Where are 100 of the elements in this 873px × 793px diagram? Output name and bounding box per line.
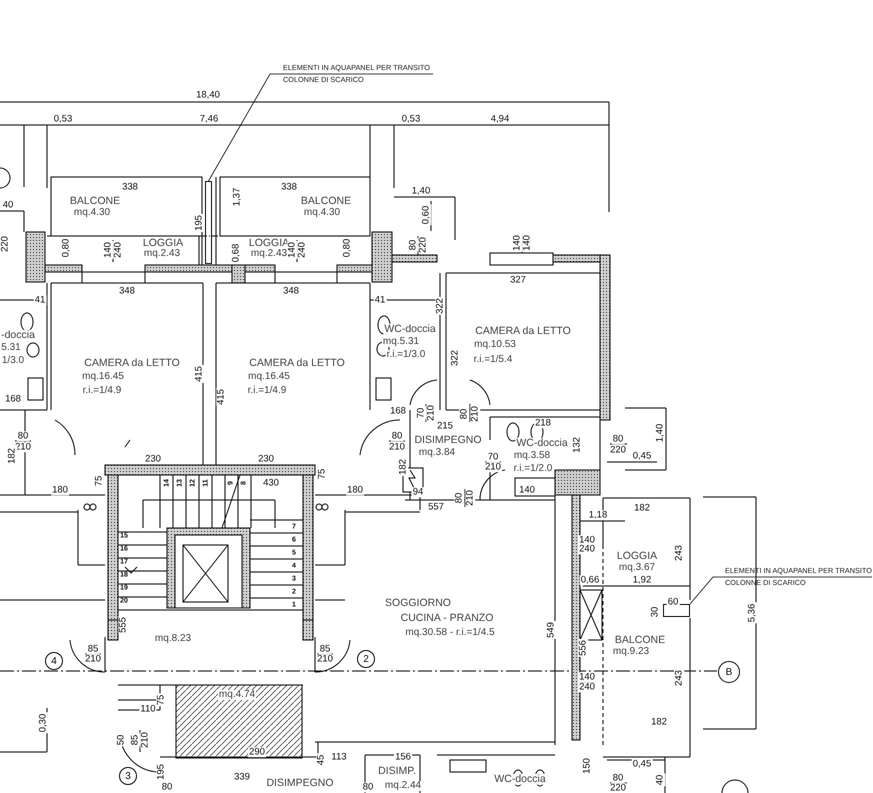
dimension-label: 80: [612, 773, 624, 783]
dimension-label: 140: [512, 234, 522, 252]
dimension-label: 168: [389, 406, 407, 416]
room-name: DISIMP.: [377, 766, 417, 776]
room-name: DISIMPEGNO: [413, 434, 483, 446]
dimension-label: 156: [394, 752, 412, 762]
dimension-label: 18,40: [195, 90, 221, 100]
dimension-label: 1,40: [410, 186, 432, 196]
dimension-label: 140: [518, 485, 536, 495]
dimension-label: 0,60: [421, 204, 431, 226]
room-area-label: 1/3.0: [0, 356, 26, 366]
dimension-label: 113: [330, 752, 348, 762]
dimension-label: 0,53: [52, 114, 74, 124]
room-name: BALCONE: [614, 634, 666, 646]
room-name: BALCONE: [68, 196, 122, 206]
dimension-label: 0,45: [632, 451, 652, 461]
dimension-label: 7,46: [198, 114, 220, 124]
dimension-label: 348: [118, 286, 136, 296]
dimension-label: 5,36: [747, 602, 757, 624]
dimension-label: 110: [139, 704, 157, 714]
dimension-label: 243: [674, 669, 684, 687]
dimension-label: 1,92: [632, 575, 652, 585]
room-area-label: 5.31: [0, 343, 22, 353]
dimension-label: 1,18: [588, 510, 608, 520]
dimension-label: 215: [436, 421, 454, 431]
room-area-label: r.i.=1/2.0: [512, 464, 554, 474]
room-name: LOGGIA: [142, 238, 184, 248]
room-name: BALCONE: [300, 196, 352, 206]
dimension-label: 210: [426, 404, 436, 422]
dimension-label: 80: [408, 238, 418, 252]
room-area-label: mq.3.84: [418, 448, 456, 458]
dimension-label: 85: [130, 734, 140, 746]
dimension-label: 80: [454, 492, 464, 504]
dimension-label: 0,30: [38, 712, 48, 734]
dimension-label: 70: [486, 452, 500, 462]
dimension-label: 290: [248, 747, 266, 757]
room-name: DISIMPEGNO: [265, 778, 335, 788]
dimension-label: 132: [572, 436, 582, 454]
dimension-label: 180: [346, 485, 364, 495]
dimension-label: 75: [94, 474, 104, 488]
dimension-label: 40: [655, 774, 665, 786]
dimension-label: 230: [257, 454, 275, 464]
room-name: LOGGIA: [616, 550, 658, 562]
dimension-label: 0,68: [231, 242, 241, 264]
dimension-label: 41: [34, 295, 46, 305]
room-area-label: mq.3.67: [618, 563, 656, 573]
dimension-label: 195: [156, 763, 166, 781]
dimension-label: 240: [113, 241, 123, 259]
dimension-label: 60: [666, 597, 680, 607]
room-name: WC-doccia: [493, 774, 547, 784]
dimension-label: 140: [578, 672, 596, 682]
dimension-label: 80: [16, 431, 30, 441]
dimension-label: 218: [534, 418, 552, 428]
dimension-label: 210: [465, 489, 475, 507]
dimension-label: 240: [578, 682, 596, 692]
dimension-label: 150: [582, 757, 592, 775]
pipe-chase-panel: [205, 181, 212, 264]
dimension-label: 1,37: [232, 186, 242, 208]
dimension-label: 338: [121, 182, 139, 192]
room-area-label: mq.2.43: [250, 249, 288, 259]
dimension-label: 230: [144, 454, 162, 464]
dimension-label: 0,53: [400, 114, 422, 124]
dimension-label: 327: [509, 275, 527, 285]
dimension-label: 1,40: [655, 422, 665, 444]
dimension-label: 180: [51, 485, 69, 495]
dimension-label: 556: [578, 639, 588, 657]
room-area-label: r.i.=1/4.9: [82, 386, 122, 396]
dimension-label: 75: [156, 694, 166, 706]
dimension-label: 240: [578, 544, 596, 554]
dimension-label: 210: [484, 462, 502, 472]
dimension-label: 85: [86, 644, 100, 654]
dimension-label: 243: [674, 544, 684, 562]
dimension-label: 4,94: [490, 114, 510, 124]
dimension-label: 557: [427, 502, 445, 512]
room-name: CUCINA - PRANZO: [400, 612, 494, 624]
room-area-label: r.i.=1/3.0: [386, 350, 426, 360]
dimension-label: 0,80: [61, 238, 71, 258]
dimension-label: 30: [650, 606, 660, 618]
room-area-label: r.i.=1/4.9: [246, 386, 288, 396]
dimension-label: 80: [362, 782, 374, 792]
dimension-label: 220: [609, 783, 627, 793]
room-name: -doccia: [0, 330, 36, 340]
dimension-label: 0,66: [580, 575, 600, 585]
dimension-label: 140: [103, 241, 113, 259]
room-area-label: mq.4.74: [218, 690, 256, 700]
dimension-label: 168: [4, 394, 22, 404]
dimension-label: 140: [578, 535, 596, 545]
room-area-label: r.i.=1/5.4: [472, 355, 514, 365]
room-name: CAMERA da LETTO: [248, 358, 346, 368]
dimension-label: 94: [412, 487, 424, 497]
room-area-label: mq.3.58: [512, 451, 552, 461]
dimension-label: 70: [416, 406, 426, 420]
dimension-label: 80: [160, 782, 174, 792]
dimension-label: 210: [316, 654, 334, 664]
dimension-label: 85: [318, 644, 332, 654]
dimension-label: 182: [398, 458, 408, 476]
room-name: CAMERA da LETTO: [474, 326, 572, 336]
dimension-label: 210: [84, 654, 102, 664]
dimension-label: 0,45: [632, 759, 652, 769]
room-area-label: mq.2.43: [142, 249, 182, 259]
